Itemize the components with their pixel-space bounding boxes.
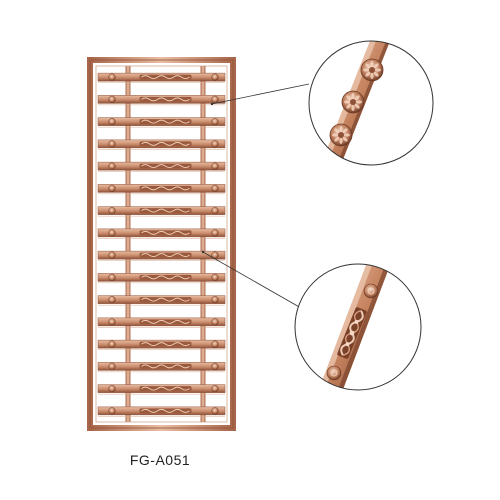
horizontal-bar [97, 139, 226, 150]
outer-frame [87, 57, 236, 431]
horizontal-bar [97, 117, 226, 128]
vertical-posts [125, 66, 206, 422]
rosette-ornament [329, 123, 353, 147]
horizontal-bar [97, 161, 226, 172]
horizontal-bar [97, 362, 226, 373]
leader-line-top [211, 83, 310, 105]
horizontal-bar [97, 72, 226, 83]
horizontal-bar [97, 95, 226, 106]
vertical-post [200, 66, 206, 422]
vertical-post [125, 66, 131, 422]
horizontal-bar [97, 384, 226, 395]
model-code-label: FG-A051 [129, 452, 191, 468]
detail-circle-top [308, 40, 434, 166]
leader-line-bottom [202, 251, 309, 313]
horizontal-bar [97, 184, 226, 195]
horizontal-bar [97, 339, 226, 350]
rosette-ornament [360, 58, 384, 82]
horizontal-bar [97, 228, 226, 239]
openwork-pattern [337, 307, 367, 359]
horizontal-bar [97, 406, 226, 417]
rosette-ornament [341, 90, 365, 114]
detail-circle-top-border [308, 40, 434, 166]
horizontal-bar [97, 317, 226, 328]
horizontal-bar [97, 250, 226, 261]
screen-panel [87, 57, 236, 431]
horizontal-bar [97, 206, 226, 217]
leader-dot-top [210, 102, 214, 106]
inner-frame-edge [95, 65, 228, 423]
leader-dot-bottom [201, 250, 205, 254]
detail-circle-bottom [294, 263, 422, 391]
horizontal-bars [97, 72, 226, 417]
horizontal-bar [97, 295, 226, 306]
detail-circle-bottom-border [294, 263, 422, 391]
horizontal-bar [97, 273, 226, 284]
outer-frame-edge [89, 59, 234, 429]
